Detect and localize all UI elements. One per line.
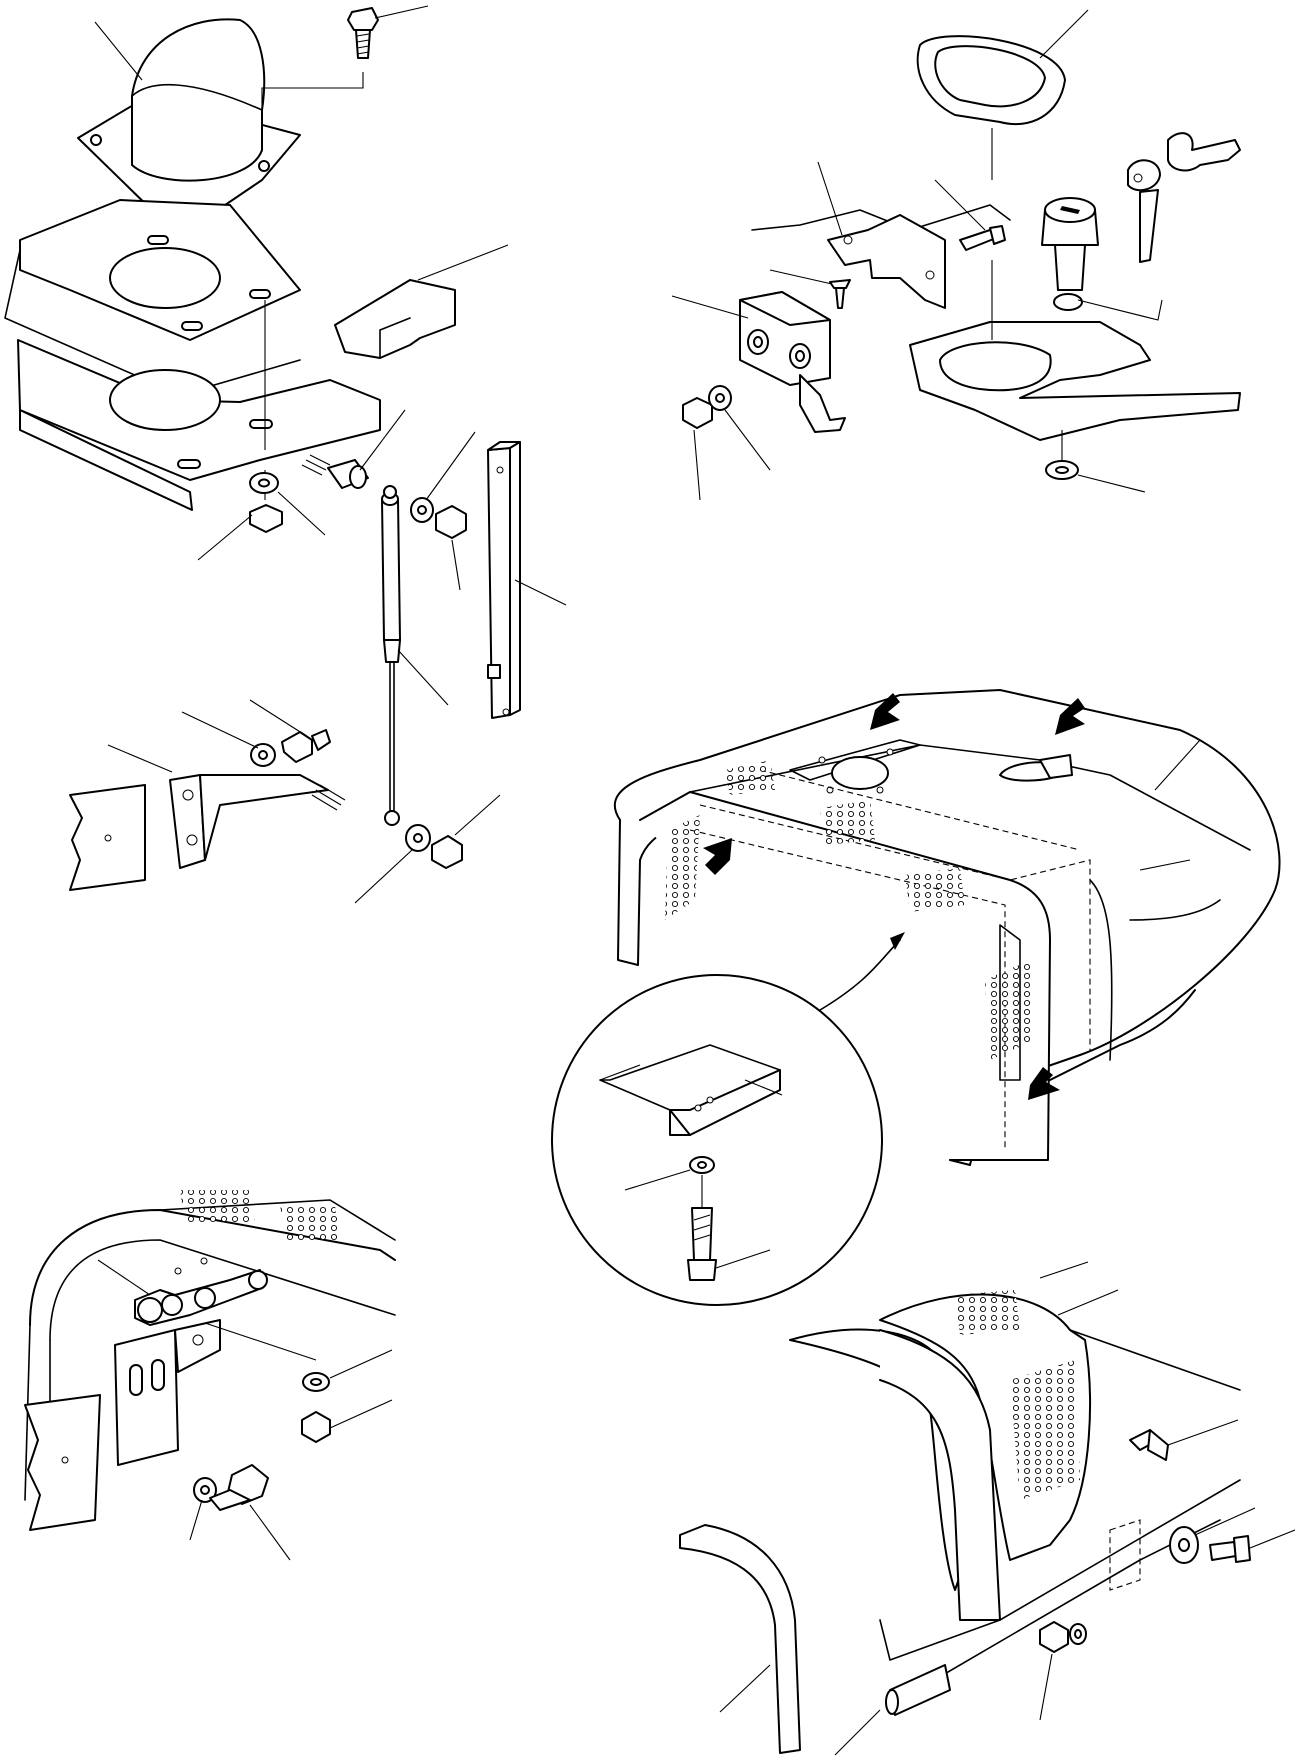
hidden-frame: [689, 769, 1091, 1150]
pointer-arrows: [703, 693, 1085, 1100]
hinge-bracket: [24, 1319, 221, 1531]
washer-bolt-bracket: [181, 699, 331, 767]
nut-washer-bottom: [1039, 1621, 1087, 1721]
bolt: [934, 179, 1006, 251]
detail-magnifier: [551, 932, 905, 1306]
hinge: [97, 1259, 268, 1326]
view-hood-hinge: [24, 1190, 396, 1561]
washer-nut: [204, 1322, 393, 1443]
view-exhaust-and-gas-spring: [4, 5, 567, 904]
washer-nut-bottom: [354, 794, 501, 904]
exhaust-elbow: [77, 18, 301, 223]
screw-top: [1129, 1419, 1239, 1461]
grommet: [916, 9, 1089, 180]
bolt-washer: [189, 1464, 291, 1561]
keys: [1127, 132, 1241, 263]
view-engine-hood-assembly: [551, 689, 1281, 1306]
lock-cylinder: [1041, 197, 1163, 321]
side-cover: [789, 1261, 1241, 1701]
view-lock-and-latch: [671, 9, 1241, 501]
washer-nut-left: [197, 472, 326, 561]
rubber-seal: [834, 1664, 951, 1756]
perforated-grille: [665, 760, 1035, 1060]
panel-outline: [751, 204, 1241, 441]
gas-spring: [381, 485, 449, 826]
leader-line: [94, 21, 143, 81]
mount-bracket: [69, 744, 346, 891]
lower-washer: [1045, 430, 1146, 493]
center-vent: [789, 739, 1073, 794]
cover-plate: [17, 300, 381, 511]
washer-nut: [682, 385, 771, 501]
gasket-plate: [4, 199, 301, 396]
latch-bracket: [817, 161, 946, 309]
washer-nut-top: [410, 431, 476, 591]
washer-screw-right: [1169, 1507, 1296, 1564]
hood: [24, 1190, 396, 1501]
spacer-and-stud: [301, 409, 406, 489]
latch-block: [671, 291, 846, 433]
stay-rod: [487, 441, 567, 719]
rubber-block: [334, 244, 509, 359]
view-side-cover-and-seals: [679, 1261, 1296, 1756]
trim-seal: [679, 1524, 801, 1754]
flange-bolt: [261, 5, 429, 152]
screw: [769, 269, 851, 309]
